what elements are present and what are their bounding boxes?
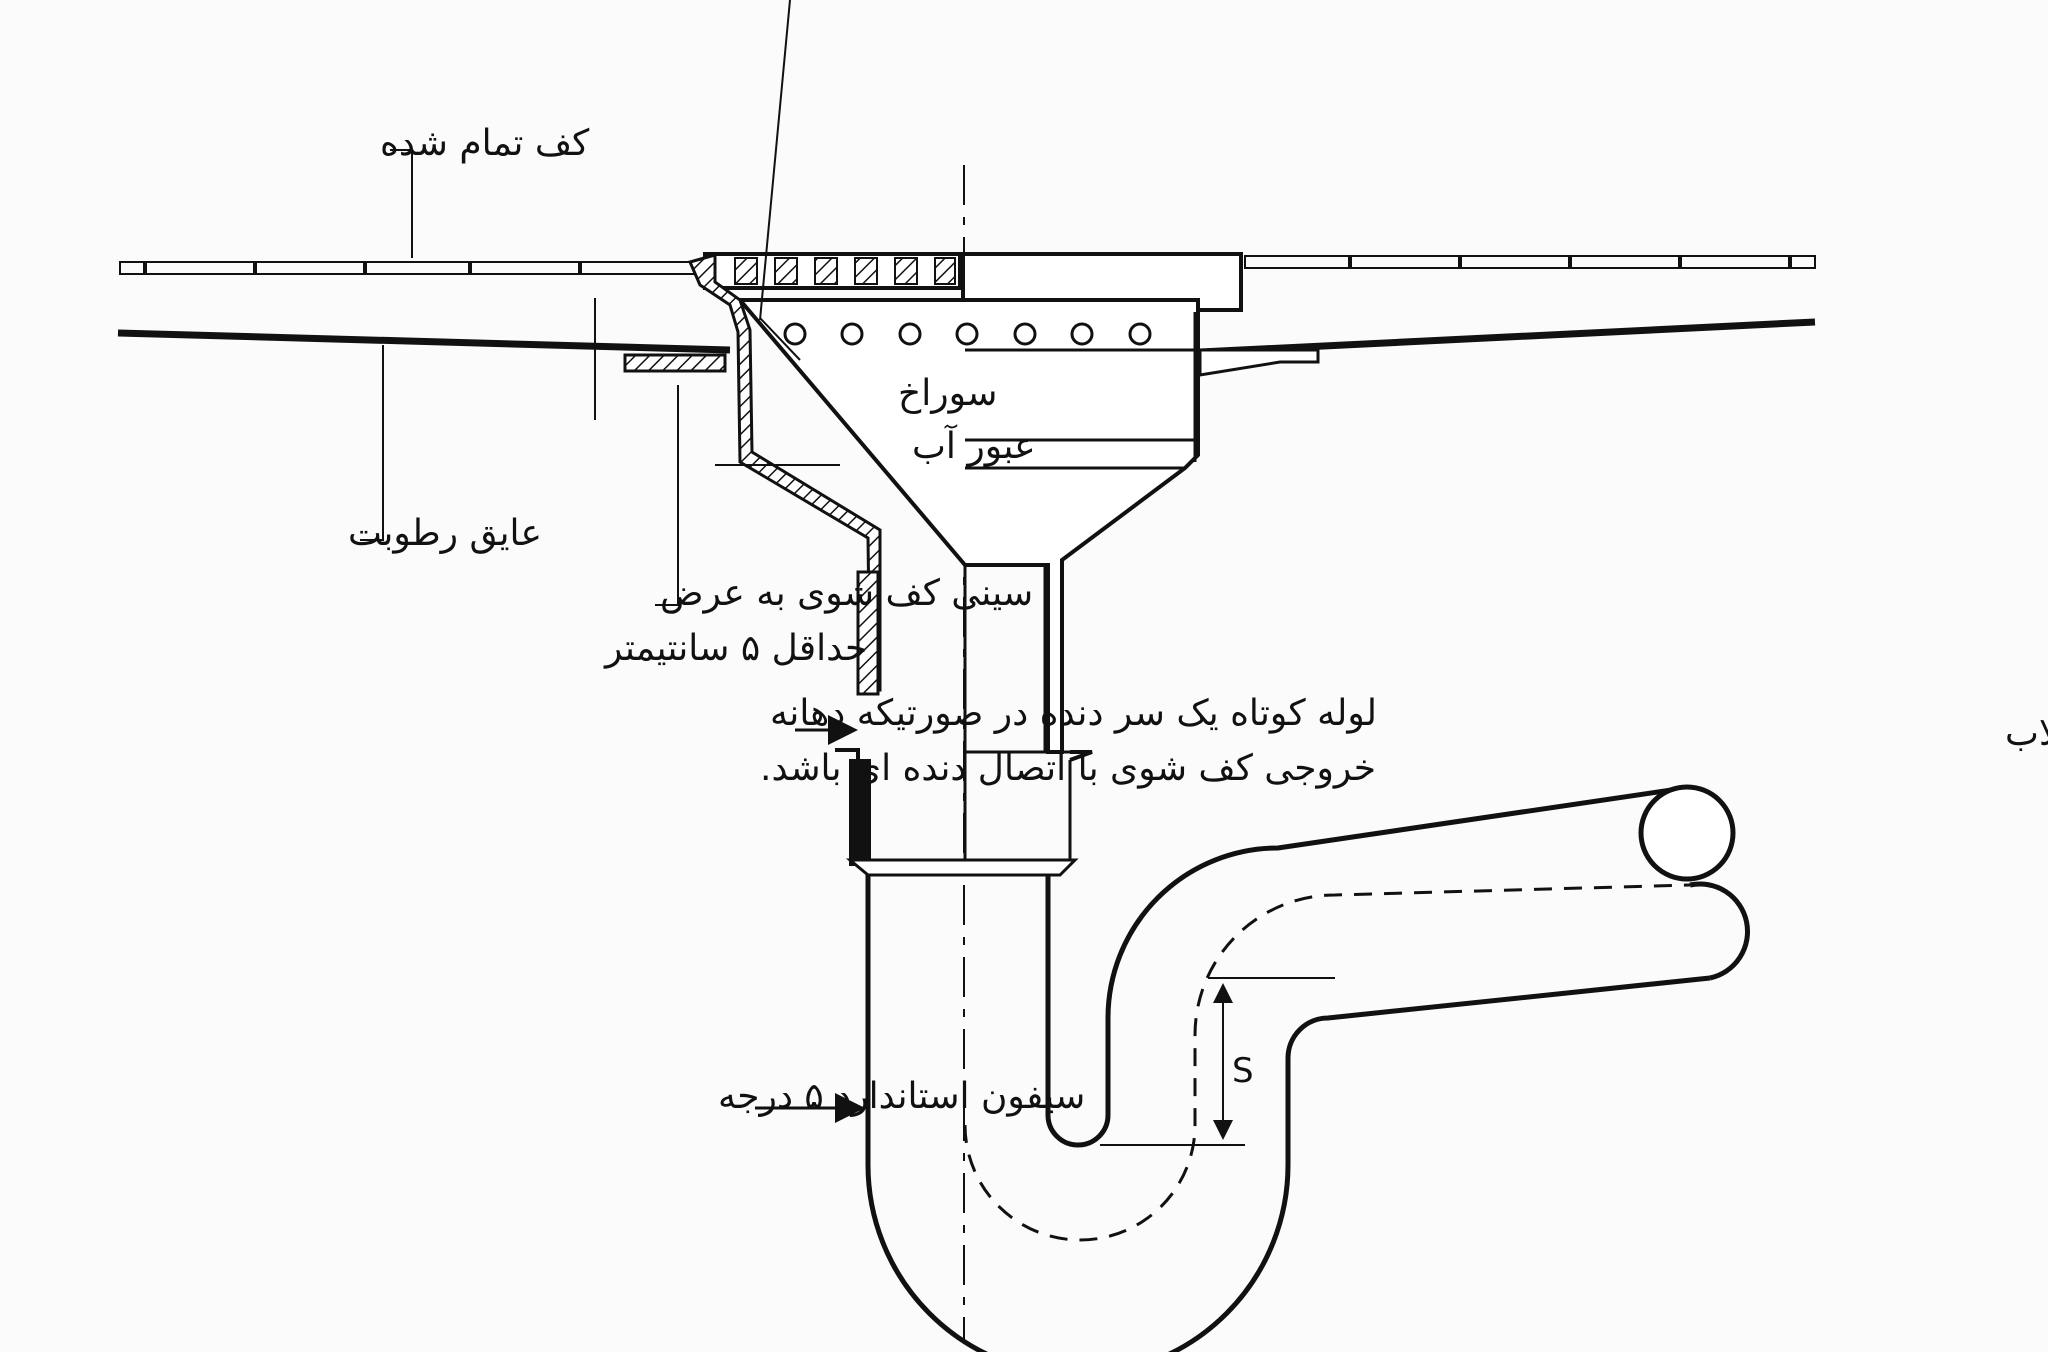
label-water-hole-line1: سوراخ [898, 373, 997, 414]
label-moisture-barrier: عایق رطوبت [348, 513, 542, 554]
moisture-barrier-layer [117, 318, 1816, 360]
outlet-pipe [845, 565, 1093, 877]
label-nipple-line1: لوله کوتاه یک سر دنده در صورتیکه دهانه [770, 693, 1377, 734]
label-tray-line2: حداقل ۵ سانتیمتر [603, 628, 867, 669]
water-holes [783, 322, 1152, 346]
seal-depth-dimension: S [1100, 977, 1335, 1146]
label-siphon: سیفون استاندارد ۵ درجه [718, 1076, 1085, 1117]
floor-drain-tray [623, 253, 882, 692]
leader-lines [360, 0, 791, 606]
label-water-hole-line2: عبور آب [912, 423, 1036, 467]
drain-collar-flange [965, 348, 1320, 377]
threaded-nipple [835, 570, 880, 867]
label-nipple-line2: خروجی کف شوی با اتصال دنده ای باشد. [760, 748, 1376, 789]
label-finished-floor: کف تمام شده [380, 123, 590, 164]
label-tray-line1: سینی کف شوی به عرض [660, 573, 1033, 614]
drain-body [735, 298, 1200, 754]
label-to-sewer: بطرف لوله فاضلاب [2005, 713, 2048, 754]
seal-depth-label: S [1232, 1051, 1254, 1091]
p-trap-siphon [865, 784, 1751, 1352]
